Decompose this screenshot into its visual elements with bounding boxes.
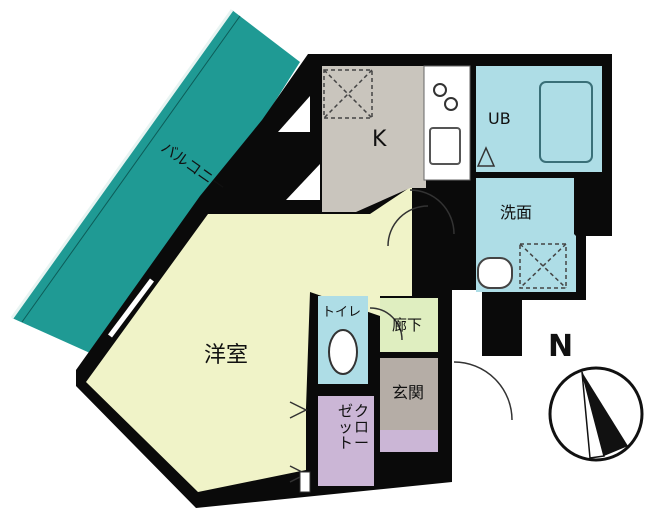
closet-floor: [318, 396, 374, 486]
kitchen-storage-icon: [323, 69, 373, 119]
balcony-area: [12, 10, 300, 362]
door-swing-icon: [369, 307, 403, 341]
kitchen-label: K: [372, 127, 387, 152]
kitchen-floor: [322, 66, 426, 212]
compass-needle-icon: [581, 371, 605, 459]
balcony-railing: [10, 9, 234, 319]
vertical-glyph: ロ: [354, 418, 369, 436]
vertical-glyph: ー: [354, 434, 369, 452]
washing-machine-icon: [519, 243, 567, 289]
washbasin-icon: [477, 257, 513, 289]
vertical-glyph: ク: [354, 402, 369, 420]
wall-notch: [278, 96, 310, 132]
vertical-glyph: ゼ: [338, 402, 353, 420]
washroom-label: 洗面: [500, 203, 532, 222]
entrance-step: [380, 430, 438, 452]
hallway-floor: [380, 298, 438, 352]
western-room-floor: [86, 186, 412, 492]
window: [299, 471, 311, 493]
door-swing-icon: [409, 189, 455, 235]
compass-needle-icon: [582, 372, 628, 456]
toilet-label: トイレ: [322, 305, 361, 320]
kitchen-storage-icon: [323, 69, 373, 119]
unit-bath-label: UB: [488, 109, 511, 128]
hallway-label: 廊下: [392, 316, 422, 334]
washing-machine-icon: [519, 243, 567, 289]
kitchen-storage-icon: [323, 69, 373, 119]
wall-notch: [286, 164, 320, 200]
door-swing-icon: [476, 146, 496, 167]
entrance-label: 玄関: [392, 383, 424, 402]
vertical-glyph: ッ: [338, 418, 353, 436]
balcony-door: [108, 278, 154, 338]
vertical-glyph: ト: [338, 434, 353, 452]
sink-icon: [429, 127, 461, 165]
balcony-railing-inner: [21, 15, 241, 323]
door-swing-icon: [387, 205, 429, 247]
compass-north-label: N: [548, 329, 573, 364]
toilet-bowl-icon: [328, 329, 358, 375]
western-room-label: 洋室: [204, 343, 248, 368]
entrance-floor: [380, 358, 438, 430]
stove-burner-icon: [444, 97, 458, 111]
door-swing-icon: [289, 401, 308, 419]
door-swing-icon: [453, 361, 513, 421]
bathtub-icon: [539, 81, 593, 163]
stove-burner-icon: [433, 83, 447, 97]
